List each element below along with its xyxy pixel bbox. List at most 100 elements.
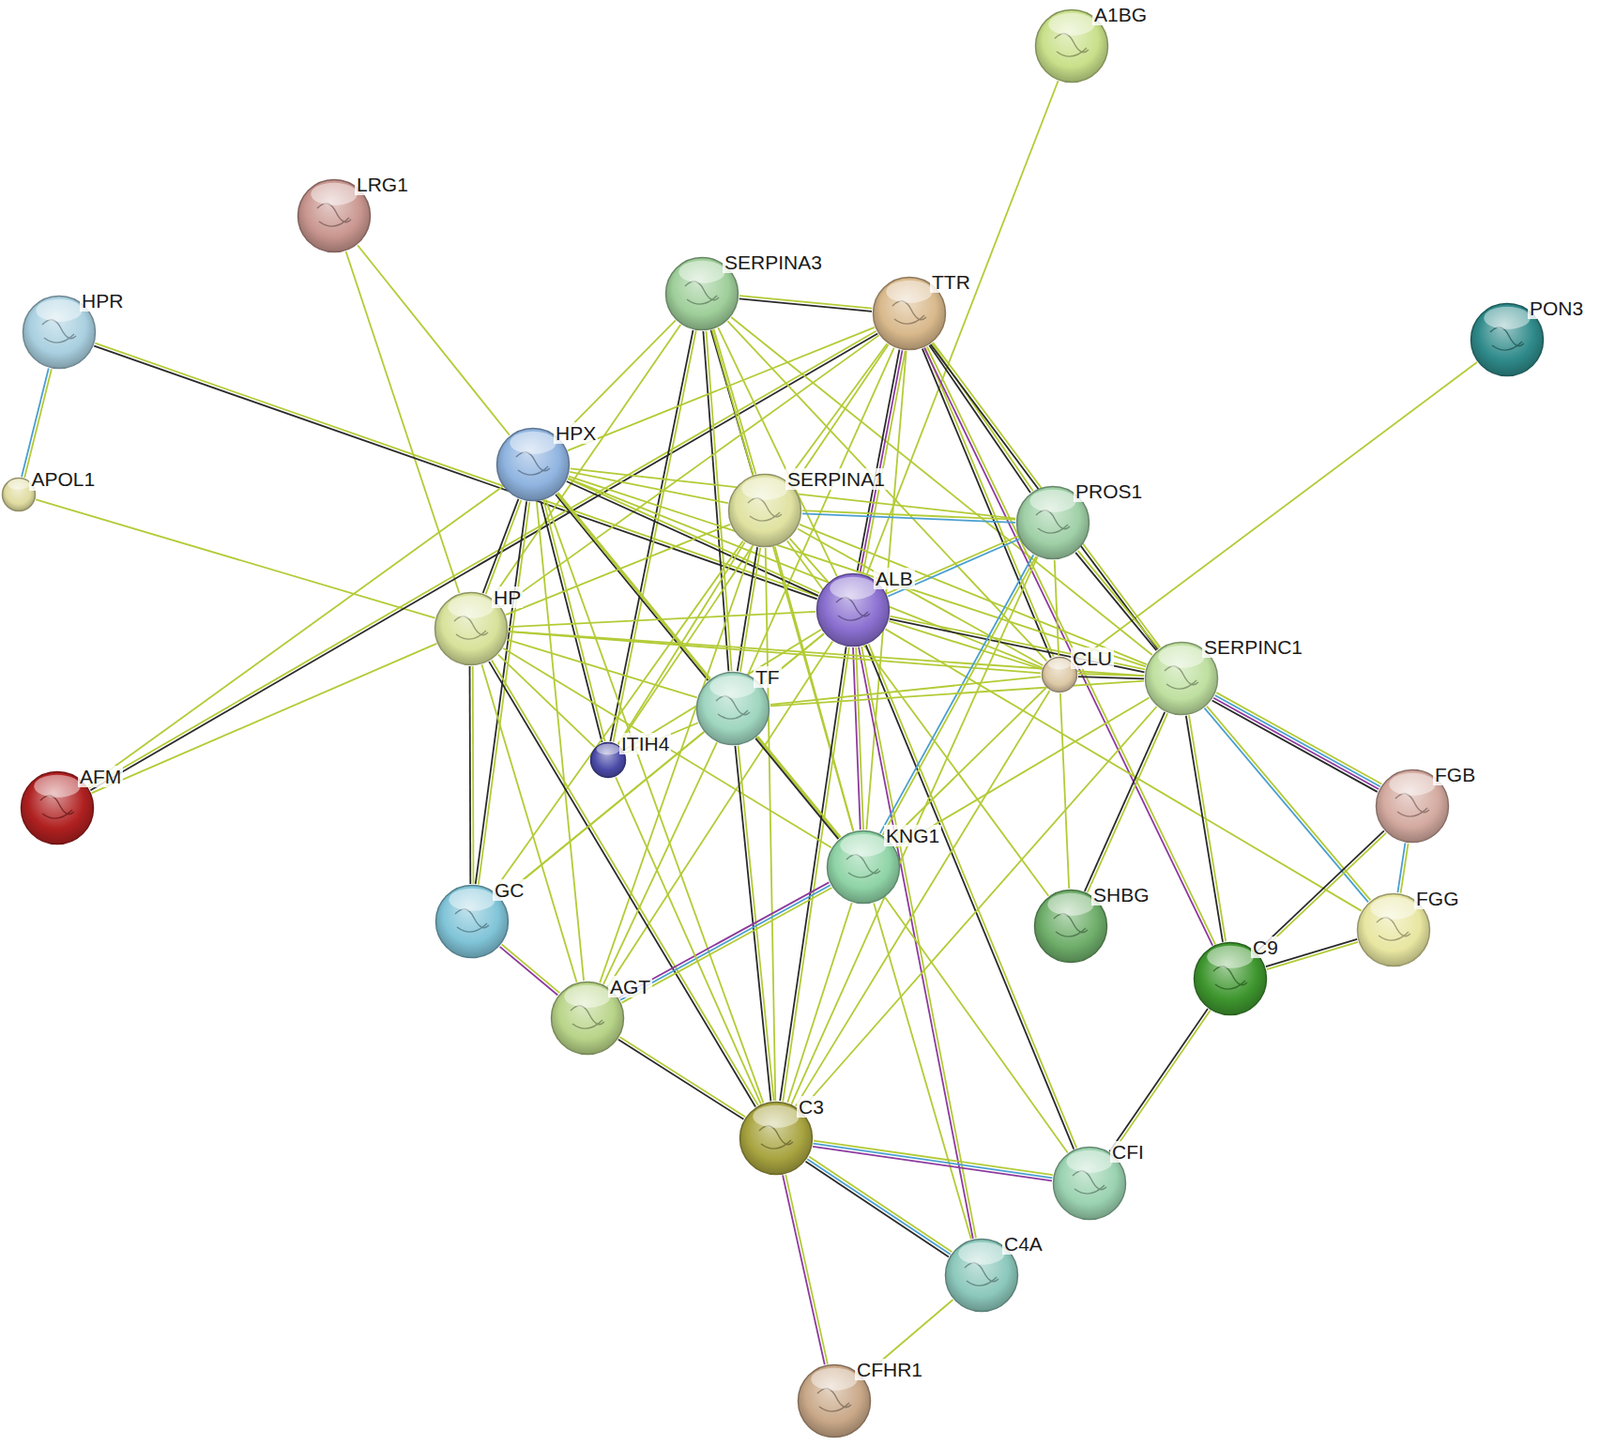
evidence-line: [765, 548, 777, 1101]
protein-node: HPX: [495, 426, 571, 503]
interaction-edge: [559, 320, 676, 438]
node-gloss: [447, 595, 495, 619]
node-gloss: [752, 1105, 800, 1128]
interaction-edge: [89, 331, 878, 792]
evidence-line: [615, 777, 762, 1104]
node-label: ALB: [873, 567, 915, 590]
evidence-line: [498, 655, 595, 747]
node-label: HP: [491, 586, 523, 609]
evidence-line: [558, 492, 711, 679]
interaction-edge: [787, 540, 1050, 897]
protein-node: SERPINA1: [727, 472, 803, 549]
interaction-edge: [568, 476, 1146, 668]
evidence-line: [93, 346, 817, 600]
structure-glyph: [1376, 917, 1411, 941]
structure-glyph: [1490, 327, 1524, 351]
node-label: SHBG: [1091, 883, 1152, 906]
interaction-edge: [731, 317, 1153, 656]
evidence-line: [500, 946, 559, 996]
interaction-edge: [765, 548, 777, 1101]
evidence-line: [800, 706, 1157, 1111]
interaction-edge: [505, 524, 731, 615]
protein-node: C4A: [944, 1237, 1020, 1313]
evidence-line: [559, 320, 676, 438]
protein-node: ITIH4: [589, 741, 627, 779]
evidence-line: [812, 1146, 1052, 1182]
node-label: C9: [1250, 936, 1280, 959]
interaction-edge: [35, 499, 435, 618]
node-label: CLU: [1070, 647, 1114, 670]
structure-glyph: [516, 452, 550, 475]
evidence-line: [1109, 1008, 1208, 1152]
structure-glyph: [1395, 793, 1430, 817]
interaction-edge: [569, 472, 729, 503]
interaction-edge: [873, 902, 972, 1239]
interaction-edge: [797, 528, 1044, 666]
interaction-edge: [1186, 715, 1226, 943]
interaction-edge: [787, 902, 852, 1103]
node-label: KNG1: [883, 824, 942, 847]
evidence-line: [475, 501, 527, 884]
protein-node: FGB: [1374, 768, 1450, 844]
evidence-line: [737, 547, 758, 671]
node-label: FGB: [1432, 763, 1478, 786]
evidence-line: [787, 343, 888, 480]
interaction-edge: [856, 350, 905, 575]
protein-node: SERPINA3: [664, 256, 740, 332]
evidence-line: [755, 738, 839, 839]
interaction-edge: [812, 1141, 1053, 1182]
interaction-edge: [608, 641, 833, 988]
interaction-edge: [853, 647, 864, 830]
protein-node: LRG1: [296, 178, 372, 254]
interaction-edge: [357, 244, 510, 436]
node-gloss: [7, 478, 31, 489]
evidence-line: [603, 742, 717, 985]
evidence-line: [797, 528, 1044, 666]
evidence-line: [1075, 552, 1157, 651]
interaction-edge: [1084, 712, 1168, 893]
node-gloss: [563, 985, 611, 1008]
evidence-line: [556, 493, 839, 839]
node-gloss: [885, 280, 933, 304]
evidence-line: [21, 367, 49, 477]
structure-glyph: [1053, 914, 1088, 937]
evidence-line: [546, 500, 764, 1104]
evidence-line: [883, 556, 1037, 836]
evidence-line: [802, 513, 1016, 523]
structure-glyph: [455, 909, 489, 932]
interaction-edge: [502, 648, 832, 848]
evidence-line: [873, 902, 972, 1239]
evidence-line: [787, 902, 852, 1103]
structure-glyph: [836, 597, 870, 621]
node-label: TTR: [929, 271, 973, 293]
evidence-line: [731, 317, 1153, 656]
interaction-edge: [1060, 693, 1069, 889]
interaction-edge: [890, 687, 1047, 841]
node-label: APOL1: [29, 468, 97, 490]
evidence-line: [727, 320, 1047, 661]
node-label: SERPINA1: [785, 468, 887, 490]
interaction-edge: [346, 251, 460, 594]
evidence-line: [568, 476, 1146, 668]
evidence-line: [90, 333, 878, 791]
node-gloss: [596, 743, 621, 755]
evidence-line: [505, 524, 731, 615]
interaction-edge: [1204, 706, 1372, 903]
protein-node: PON3: [1469, 302, 1545, 378]
evidence-line: [853, 647, 861, 830]
interaction-edge: [603, 742, 717, 985]
protein-node: C9: [1192, 941, 1268, 1017]
node-label: PON3: [1527, 297, 1585, 320]
evidence-line: [868, 643, 1077, 1148]
structure-glyph: [1036, 510, 1070, 534]
node-gloss: [1483, 306, 1531, 330]
node-label: LRG1: [354, 173, 411, 196]
structure-glyph: [1164, 666, 1199, 689]
evidence-line: [1266, 942, 1358, 970]
node-label: TF: [753, 666, 782, 688]
protein-node: A1BG: [1034, 8, 1110, 84]
interaction-edge: [866, 643, 1077, 1149]
interaction-edge: [791, 556, 1037, 1104]
evidence-line: [508, 611, 816, 627]
protein-node: APOL1: [0, 476, 37, 513]
